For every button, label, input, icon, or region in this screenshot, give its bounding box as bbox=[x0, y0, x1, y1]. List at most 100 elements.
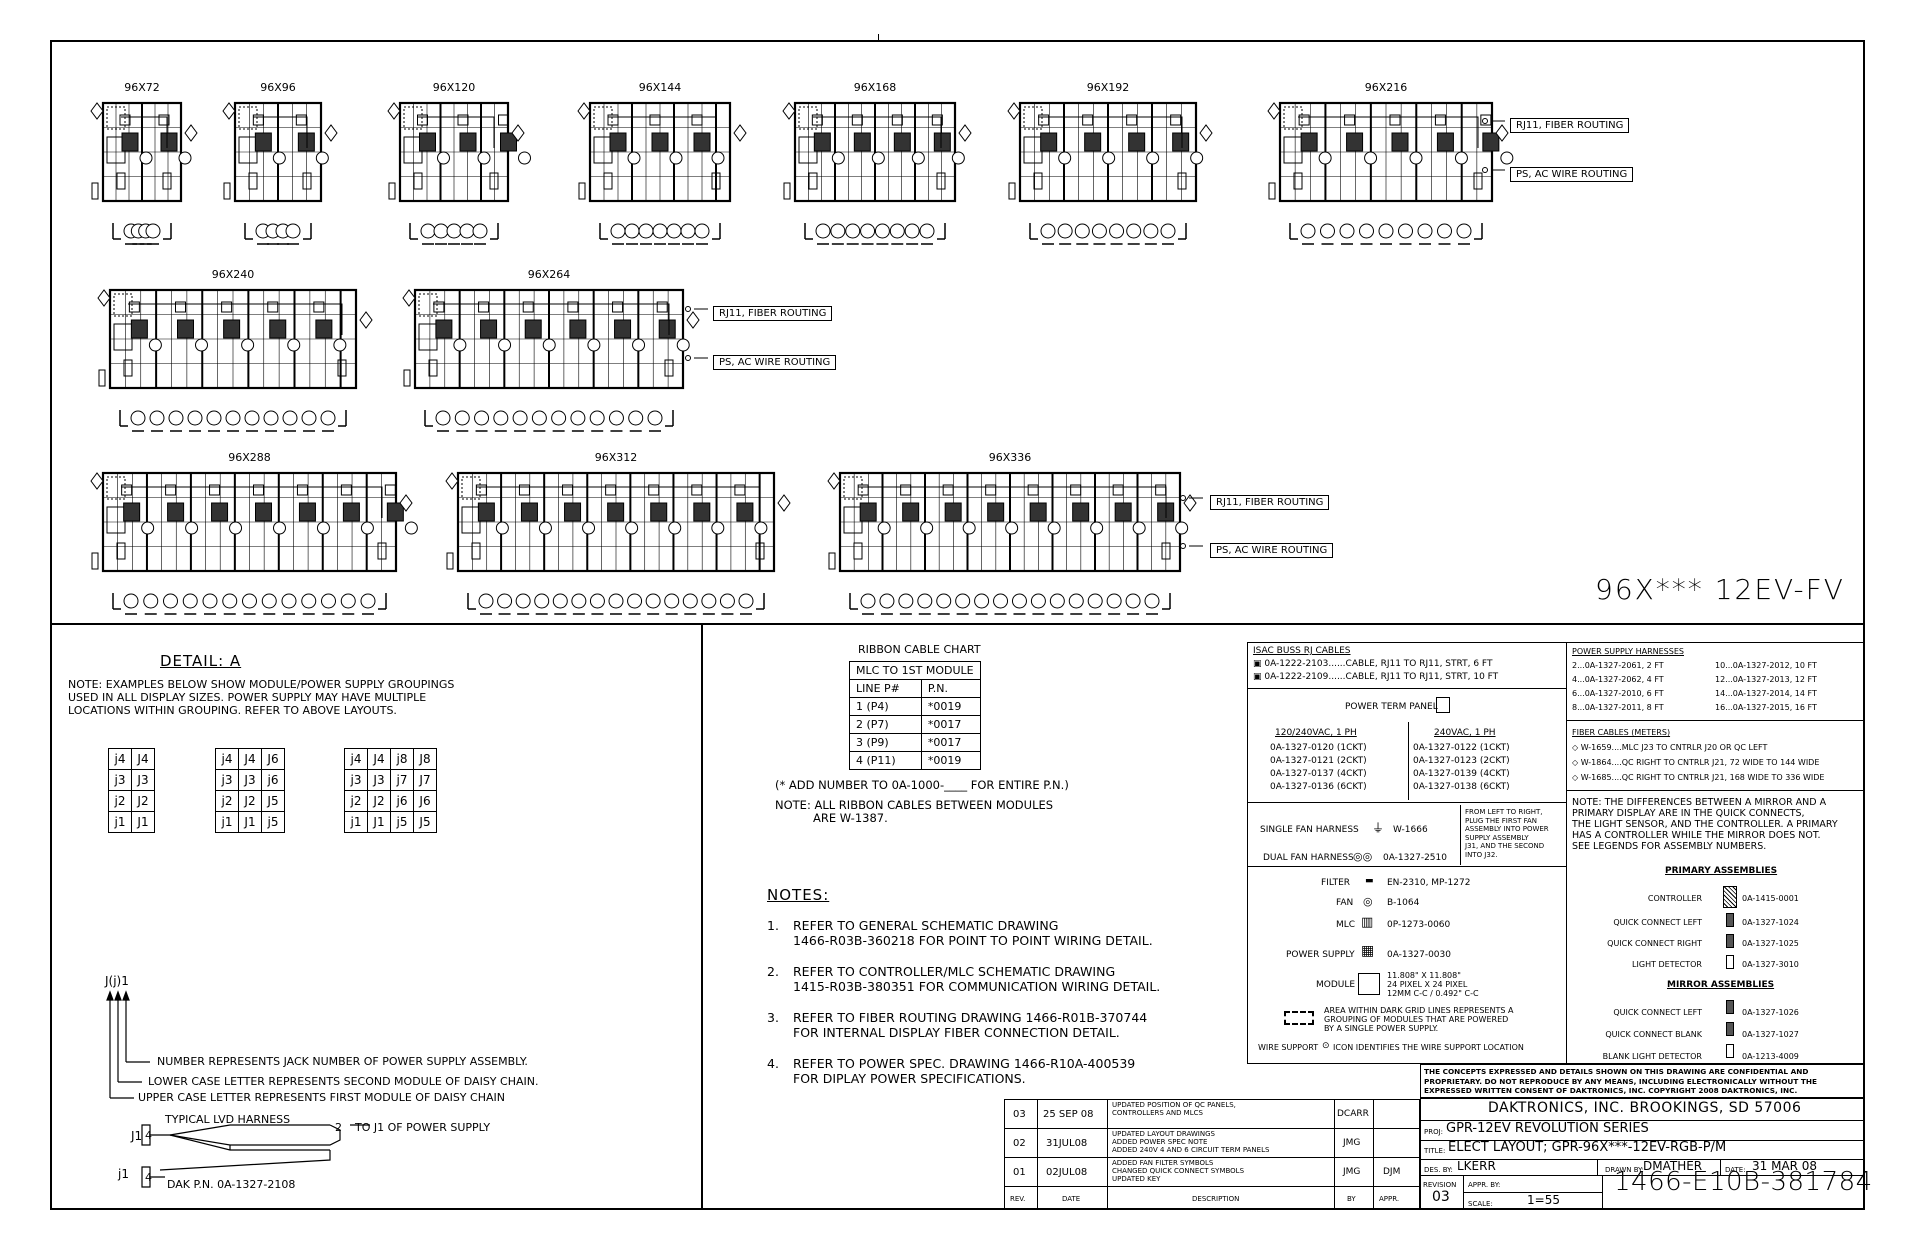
ribbon-cell: *0019 bbox=[920, 697, 981, 716]
power-supply-icon bbox=[130, 319, 148, 339]
fan-icon bbox=[552, 593, 568, 609]
fan-icon bbox=[1109, 223, 1125, 239]
psh-item: 6...0A-1327-2010, 6 FT bbox=[1572, 689, 1664, 698]
quick-connect-icon bbox=[377, 542, 387, 560]
routing-dot bbox=[685, 355, 691, 361]
divider bbox=[1373, 1099, 1374, 1210]
rev-desc-line: CHANGED QUICK CONNECT SYMBOLS bbox=[1112, 1167, 1245, 1175]
fiber-diamond-icon bbox=[827, 472, 841, 490]
harness-circle bbox=[404, 521, 418, 535]
note-text: 1466-R03B-360218 FOR POINT TO POINT WIRI… bbox=[793, 933, 1153, 948]
note-text: REFER TO FIBER ROUTING DRAWING 1466-R01B… bbox=[793, 1010, 1148, 1025]
scale-value: 1=55 bbox=[1527, 1193, 1560, 1207]
fan-icon bbox=[130, 410, 146, 426]
fan-icon bbox=[666, 223, 682, 239]
power-supply-icon bbox=[933, 132, 951, 152]
fan-icon bbox=[815, 223, 831, 239]
rev-desc-line: UPDATED KEY bbox=[1112, 1175, 1161, 1183]
grid-cell: j4 bbox=[108, 748, 132, 770]
rj11-routing-label: RJ11, FIBER ROUTING bbox=[1210, 495, 1330, 510]
ribbon-note1: NOTE: ALL RIBBON CABLES BETWEEN MODULES bbox=[775, 798, 1054, 812]
power-supply-icon bbox=[160, 132, 178, 152]
power-supply-icon bbox=[1072, 502, 1090, 522]
wire-support-label: WIRE SUPPORT bbox=[1258, 1043, 1319, 1052]
note-text: REFER TO CONTROLLER/MLC SCHEMATIC DRAWIN… bbox=[793, 964, 1116, 979]
mirror-title: MIRROR ASSEMBLIES bbox=[1667, 980, 1775, 990]
mlc-icon bbox=[851, 114, 863, 126]
grid-cell: j2 bbox=[215, 790, 239, 812]
rev-row-rev: 02 bbox=[1013, 1138, 1026, 1149]
power-supply-icon bbox=[1172, 132, 1190, 152]
light-detector-icon bbox=[853, 542, 863, 560]
fan-icon bbox=[904, 223, 920, 239]
divider bbox=[1597, 1159, 1598, 1175]
fan-icon bbox=[694, 223, 710, 239]
mlc-icon bbox=[252, 114, 264, 126]
fan-icon bbox=[1030, 593, 1046, 609]
primary-item-label: QUICK CONNECT RIGHT bbox=[1607, 939, 1702, 948]
power-supply-icon bbox=[1436, 132, 1454, 152]
mlc-icon bbox=[175, 301, 186, 313]
filter-bracket bbox=[424, 410, 674, 427]
grid-cell: J6 bbox=[413, 790, 437, 812]
harness-circle bbox=[711, 521, 725, 535]
filter-bracket bbox=[119, 410, 347, 427]
wire-route bbox=[128, 303, 343, 335]
fan-icon bbox=[898, 593, 914, 609]
primary-item-pn: 0A-1327-1025 bbox=[1742, 939, 1799, 948]
mirror-qc-left-icon bbox=[1726, 1000, 1734, 1014]
harness-circle bbox=[632, 338, 646, 352]
psh-item: 16...0A-1327-2015, 16 FT bbox=[1715, 703, 1817, 712]
power-supply-icon bbox=[297, 132, 315, 152]
module-icon bbox=[1358, 973, 1380, 995]
filter-bracket bbox=[112, 593, 387, 610]
mlc-icon bbox=[417, 114, 428, 126]
quick-connect-icon bbox=[664, 359, 674, 377]
harness-circle bbox=[437, 151, 450, 165]
divider bbox=[1420, 1120, 1865, 1121]
isac-text: 0A-1222-2103......CABLE, RJ11 TO RJ11, S… bbox=[1264, 659, 1493, 669]
quick-connect-icon bbox=[162, 172, 172, 190]
quick-connect-icon bbox=[302, 172, 312, 190]
legend-number: NUMBER REPRESENTS JACK NUMBER OF POWER S… bbox=[157, 1055, 528, 1068]
grid-cell: j4 bbox=[215, 748, 239, 770]
light-sensor-icon bbox=[91, 182, 99, 200]
psh-title: POWER SUPPLY HARNESSES bbox=[1572, 647, 1684, 656]
fiber-diamond-icon bbox=[1007, 102, 1021, 120]
mlc-icon bbox=[313, 301, 325, 313]
layout-label: 96X288 bbox=[228, 451, 271, 464]
mlc-icon bbox=[119, 114, 131, 126]
harness-circle bbox=[871, 151, 885, 165]
primary-title: PRIMARY ASSEMBLIES bbox=[1665, 866, 1778, 876]
divider bbox=[1720, 1159, 1721, 1175]
legend-rj11-row1: RJ11, FIBER ROUTING bbox=[1510, 113, 1630, 133]
harness-circle bbox=[185, 521, 199, 535]
power-supply-icon bbox=[500, 132, 517, 152]
fan-note-line: ASSEMBLY INTO POWER bbox=[1465, 825, 1549, 833]
fan-icon bbox=[645, 593, 661, 609]
layout-label: 96X336 bbox=[989, 451, 1032, 464]
mlc-icon bbox=[267, 301, 279, 313]
fan-icon bbox=[1417, 223, 1433, 239]
fan-icon bbox=[1106, 593, 1122, 609]
fan-icon bbox=[993, 593, 1009, 609]
mlc-icon bbox=[734, 484, 746, 496]
mlc-icon bbox=[1038, 114, 1050, 126]
fan-icon bbox=[242, 593, 257, 609]
harness-circle bbox=[287, 338, 301, 352]
power-supply-icon bbox=[944, 502, 962, 522]
power-supply-icon bbox=[211, 502, 229, 522]
fan-harness-icon: ⏚ bbox=[1372, 821, 1385, 835]
section-divider-vertical bbox=[701, 623, 703, 1210]
module-label: MODULE bbox=[1316, 980, 1356, 990]
primary-item-pn: 0A-1327-1024 bbox=[1742, 918, 1799, 927]
mlc-icon bbox=[475, 484, 487, 496]
fiber-diamond-icon bbox=[782, 102, 796, 120]
light-sensor-icon bbox=[223, 182, 231, 200]
grid-cell: j3 bbox=[215, 769, 239, 791]
harness-circle bbox=[582, 521, 596, 535]
primary-item-pn: 0A-1415-0001 bbox=[1742, 894, 1799, 903]
ph120-title: 120/240VAC, 1 PH bbox=[1275, 728, 1357, 738]
